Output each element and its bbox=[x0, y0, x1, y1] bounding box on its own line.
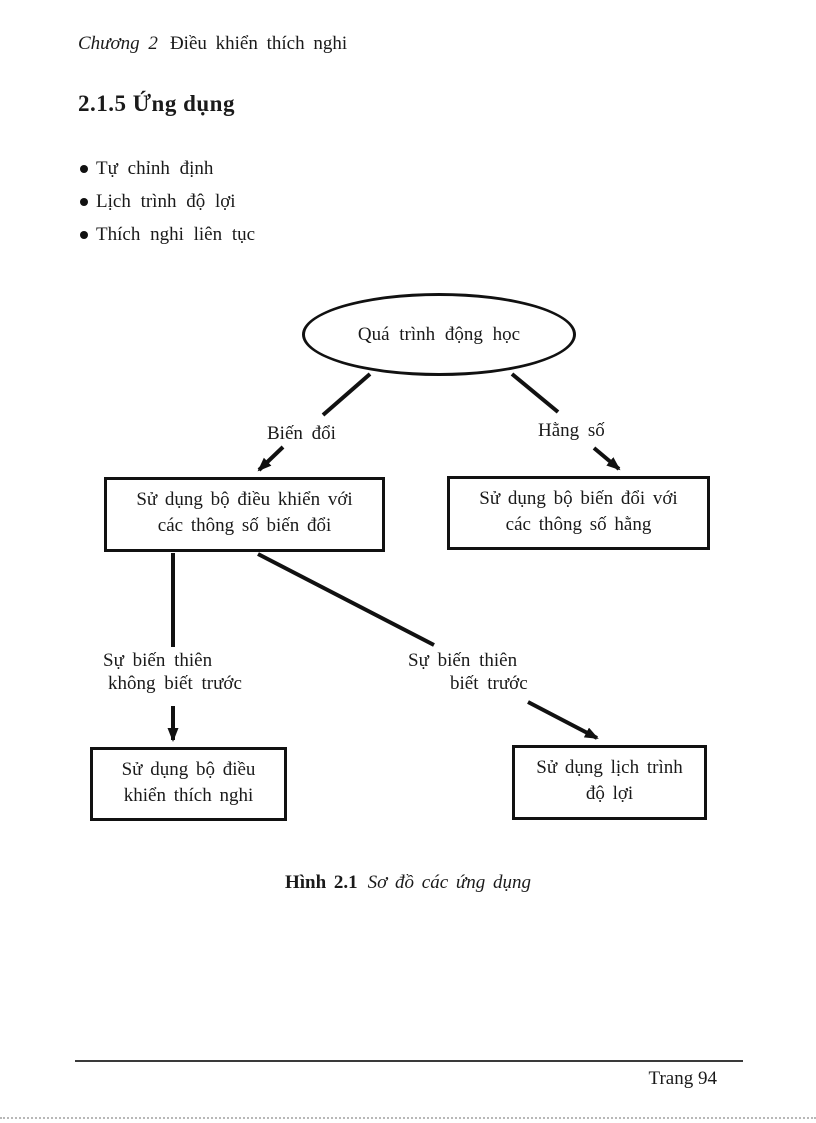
node-text-line: khiển thích nghi bbox=[123, 785, 254, 806]
list-item-label: Thích nghi liên tục bbox=[96, 224, 256, 245]
edge-label-line: biết trước bbox=[450, 673, 528, 694]
edge-label-line: không biết trước bbox=[108, 673, 242, 694]
figure-title: Sơ đồ các ứng dụng bbox=[367, 872, 532, 893]
edge-label-variable: Biến đổi bbox=[267, 423, 336, 444]
edge-ellipse-to-bien-doi bbox=[321, 372, 372, 417]
node-adaptive-controller: Sử dụng bộ điều khiển thích nghi bbox=[90, 747, 287, 821]
edge-bien-doi-to-box bbox=[257, 445, 285, 472]
list-item-label: Tự chỉnh định bbox=[96, 158, 214, 179]
edge-label-known-variation: Sự biến thiên biết trước bbox=[408, 649, 528, 695]
node-gain-schedule: Sử dụng lịch trình độ lợi bbox=[512, 745, 707, 820]
edge-label-line: Sự biến thiên bbox=[103, 650, 213, 671]
list-item: Thích nghi liên tục bbox=[80, 224, 255, 246]
node-text-line: độ lợi bbox=[585, 783, 634, 804]
node-variable-controller: Sử dụng bộ điều khiển với các thông số b… bbox=[104, 477, 385, 552]
edge-box-to-known-label bbox=[257, 552, 435, 647]
footer-divider bbox=[75, 1060, 743, 1062]
chapter-title: Điều khiển thích nghi bbox=[169, 33, 348, 54]
node-text-line: Sử dụng bộ biến đổi với bbox=[479, 488, 678, 509]
edge-label-line: Sự biến thiên bbox=[408, 650, 518, 671]
edge-known-to-gain-box bbox=[527, 700, 599, 740]
edge-ellipse-to-hang-so bbox=[510, 372, 560, 414]
bullet-icon bbox=[80, 165, 88, 173]
bullet-icon bbox=[80, 198, 88, 206]
edge-hang-so-to-box bbox=[592, 446, 621, 471]
node-text-line: các thông số hằng bbox=[505, 514, 652, 535]
list-item: Tự chỉnh định bbox=[80, 158, 255, 180]
list-item-label: Lịch trình độ lợi bbox=[96, 191, 236, 212]
node-text-line: các thông số biến đổi bbox=[157, 515, 332, 536]
list-item: Lịch trình độ lợi bbox=[80, 191, 255, 213]
edge-label-unknown-variation: Sự biến thiên không biết trước bbox=[103, 649, 242, 695]
node-text-line: Sử dụng lịch trình bbox=[536, 757, 683, 778]
chapter-number: Chương 2 bbox=[78, 33, 158, 54]
figure-number: Hình 2.1 bbox=[284, 872, 358, 893]
node-text-line: Sử dụng bộ điều bbox=[121, 759, 256, 780]
bullet-icon bbox=[80, 231, 88, 239]
bullet-list: Tự chỉnh định Lịch trình độ lợi Thích ng… bbox=[80, 158, 255, 257]
node-constant-converter: Sử dụng bộ biến đổi với các thông số hằn… bbox=[447, 476, 710, 550]
page-bottom-edge bbox=[0, 1117, 816, 1119]
chapter-header: Chương 2 Điều khiển thích nghi bbox=[78, 33, 347, 55]
page-number: Trang 94 bbox=[648, 1068, 717, 1089]
figure-caption: Hình 2.1 Sơ đồ các ứng dụng bbox=[0, 872, 816, 894]
section-heading: 2.1.5 Ứng dụng bbox=[78, 91, 235, 116]
edge-label-constant: Hằng số bbox=[538, 420, 605, 441]
node-process-dynamics: Quá trình động học bbox=[302, 293, 576, 376]
node-text-line: Sử dụng bộ điều khiển với bbox=[136, 489, 353, 510]
